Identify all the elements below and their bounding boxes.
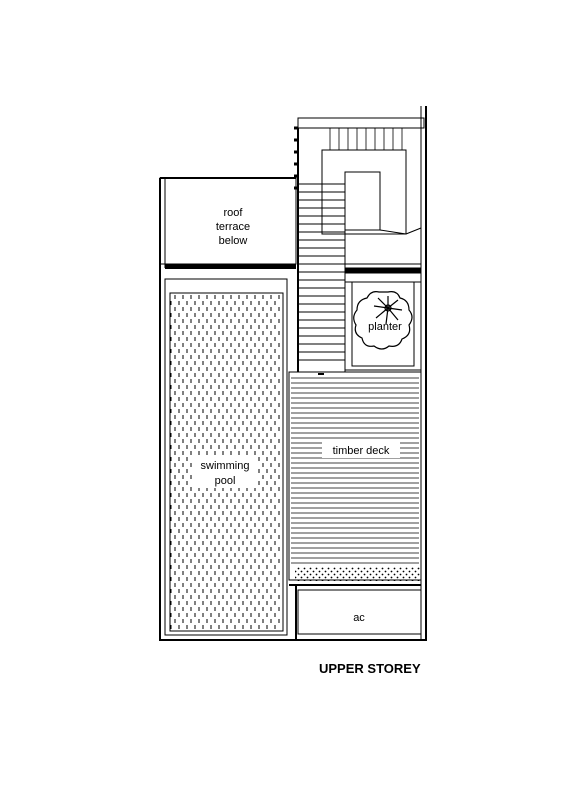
roof-terrace-label-line2: terrace <box>216 221 250 233</box>
swimming-pool-label-line1: swimming <box>201 460 250 472</box>
roof-terrace-label: roof terrace below <box>215 203 255 247</box>
tree-icon <box>353 291 413 350</box>
planter-label: planter <box>368 321 402 333</box>
timber-deck-label-text: timber deck <box>333 445 390 457</box>
roof-terrace-label-line1: roof <box>224 207 244 219</box>
deck-boards <box>291 377 419 564</box>
ac-label-text: ac <box>353 612 365 624</box>
drawing-title: UPPER STOREY <box>319 661 421 676</box>
roof-terrace-label-line3: below <box>219 235 248 247</box>
stair-balusters <box>294 126 298 190</box>
roof-terrace-area <box>159 177 297 269</box>
planter-area <box>344 281 422 371</box>
planter-label-text: planter <box>368 321 402 333</box>
staircase <box>294 117 425 372</box>
ac-label: ac <box>353 612 365 624</box>
swimming-pool-label-line2: pool <box>215 475 236 487</box>
gravel-strip <box>295 567 421 581</box>
timber-deck-area <box>288 371 422 581</box>
swimming-pool-label: swimming pool <box>192 456 258 488</box>
stair-treads <box>298 128 403 361</box>
timber-deck-label: timber deck <box>322 442 400 458</box>
ac-ledge <box>289 584 422 640</box>
